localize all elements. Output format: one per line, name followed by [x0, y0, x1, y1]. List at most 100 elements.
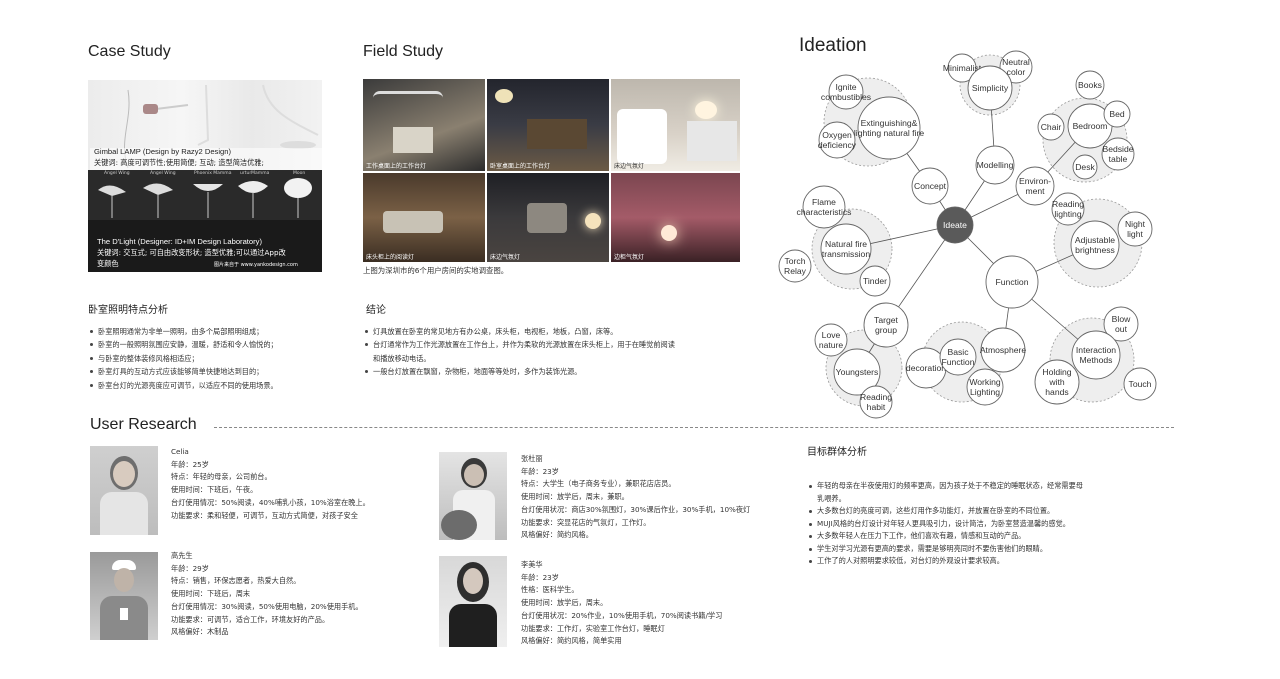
mindmap-label-touch: Touch — [1129, 379, 1152, 389]
mindmap-node-basicfunction — [939, 338, 977, 376]
mindmap-label-workinglighting: Working — [969, 377, 1001, 387]
mindmap-label-modelling: Modelling — [977, 160, 1014, 170]
mindmap-label-chair: Chair — [1041, 122, 1062, 132]
target-analysis-item: MUJI风格的台灯设计对年轻人更具吸引力，设计简洁，为卧室营造温馨的感觉。 — [807, 518, 1083, 531]
gimbal-caption-title: Gimbal LAMP (Design by Razy2 Design) — [94, 147, 232, 156]
mindmap-node-bed — [1103, 100, 1131, 128]
gimbal-lamp-image: Gimbal LAMP (Design by Razy2 Design) 关键词… — [88, 80, 322, 170]
bedroom-analysis-title: 卧室照明特点分析 — [88, 305, 168, 316]
mindmap-label-tinder: Tinder — [863, 276, 887, 286]
mindmap-label-ignite: combustibles — [821, 92, 871, 102]
mindmap-node-touch — [1123, 367, 1157, 401]
user-name: 张杜丽 — [521, 454, 543, 463]
mindmap-label-bed: Bed — [1109, 109, 1125, 119]
mindmap-label-adjustable: brightness — [1075, 245, 1115, 255]
mindmap-label-concept: Concept — [914, 181, 947, 191]
mindmap-node-chair — [1037, 113, 1065, 141]
section-divider — [214, 427, 1174, 428]
dlight-image: Angel Wing Angel Wing Phoenix Mamma urtu… — [88, 170, 322, 272]
mindmap-label-lovenature: nature — [819, 340, 844, 350]
mindmap-node-center — [936, 206, 974, 244]
user-detail: 功能要求：柔和轻便，可调节，互动方式简便，对孩子安全 — [171, 510, 358, 520]
mindmap-label-function: Function — [996, 277, 1029, 287]
ideation-mindmap: IdeateMinimalistNeutralcolorSimplicityIg… — [778, 50, 1157, 419]
dlight-tag-5: Moon — [293, 171, 306, 176]
ideation-title: Ideation — [799, 35, 867, 56]
mindmap-label-holding: hands — [1045, 387, 1068, 397]
mindmap-label-bedroom: Bedroom — [1073, 121, 1108, 131]
user-photo-celia — [90, 446, 158, 535]
gimbal-lamp-illustration — [124, 84, 319, 169]
user-research-title: User Research — [90, 416, 197, 433]
conclusion-item: 台灯通常作为工作光源放置在工作台上，并作为柔软的光源放置在床头柜上，用于在睡觉前… — [363, 338, 675, 351]
user-detail: 使用时间：放学后，周末。 — [521, 598, 608, 608]
user-detail: 性格：医科学生。 — [521, 585, 579, 595]
mindmap-node-modelling — [975, 145, 1015, 185]
bedroom-analysis-item: 卧室照明通常为非单一照明，由多个局部照明组成； — [88, 325, 278, 338]
case-study-title: Case Study — [88, 43, 171, 60]
user-detail: 年龄：25岁 — [171, 459, 209, 469]
mindmap-node-youngsters — [833, 348, 881, 396]
mindmap-node-concept — [911, 167, 949, 205]
mindmap-label-neutral: color — [1007, 67, 1026, 77]
mindmap-label-naturalfire: Natural fire — [825, 239, 867, 249]
user-detail: 功能要求：工作灯，实验室工作台灯，睡眠灯 — [521, 623, 665, 633]
user-detail: 风格偏好：木制品 — [171, 627, 229, 637]
mindmap-label-lovenature: Love — [822, 330, 841, 340]
mindmap-label-bedside: Bedside — [1102, 144, 1133, 154]
conclusion-list: 灯具放置在卧室的常见地方有办公桌，床头柜，电视柜，地板，凸窗，床等。 台灯通常作… — [363, 325, 675, 379]
target-analysis-item: 学生对学习光源有更高的要求，需要是够明亮同时不要伤害他们的眼睛。 — [807, 543, 1083, 556]
bedroom-analysis-item: 与卧室的整体装修风格相适应； — [88, 352, 278, 365]
mindmap-label-ignite: Ignite — [835, 82, 856, 92]
mindmap-label-nightlight: light — [1127, 229, 1143, 239]
mindmap-label-minimalist: Minimalist — [943, 63, 982, 73]
user-name: Celia — [171, 447, 189, 456]
mindmap-node-function — [985, 255, 1039, 309]
mindmap-label-adjustable: Adjustable — [1075, 235, 1115, 245]
mindmap-node-naturalfire — [820, 223, 872, 275]
user-detail: 年龄：23岁 — [521, 572, 559, 582]
mindmap-label-blowout: out — [1115, 324, 1128, 334]
target-analysis-item: 年轻的母亲在半夜使用灯的频率更高，因为孩子处于不稳定的睡眠状态，经常需要母 — [807, 480, 1083, 493]
target-analysis-item: 大多数台灯的亮度可调，这些灯用作多功能灯，并放置在卧室的不同位置。 — [807, 505, 1083, 518]
field-photo-caption: 床头柜上的阅读灯 — [366, 254, 415, 261]
mindmap-label-interaction: Methods — [1080, 355, 1113, 365]
mindmap-label-target: Target — [874, 315, 898, 325]
user-detail: 风格偏好：简约风格，简单实用 — [521, 636, 622, 646]
user-detail: 台灯使用状况：商店30%氛围灯，30%课后作业，30%手机，10%夜灯 — [521, 504, 751, 514]
field-photo-caption: 床边气氛灯 — [490, 254, 521, 261]
user-info-gao: 高先生 年龄：29岁 特点：销售，环保志愿者，热爱大自然。 使用时间：下班后，周… — [171, 550, 363, 639]
field-photo-caption: 工作桌面上的工作台灯 — [366, 163, 427, 170]
mindmap-label-workinglighting: Lighting — [970, 387, 1000, 397]
mindmap-label-environment: Environ- — [1019, 176, 1051, 186]
user-detail: 台灯使用情况：50%阅读，40%哺乳小孩，10%浴室在晚上。 — [171, 497, 370, 507]
user-info-zhang: 张杜丽 年龄：23岁 特点：大学生（电子商务专业），兼职花店店员。 使用时间：放… — [521, 453, 750, 542]
user-photo-zhang — [439, 452, 507, 540]
mindmap-label-target: group — [875, 325, 897, 335]
mindmap-label-extinguishing: Extinguishing& — [861, 118, 918, 128]
mindmap-node-desk — [1072, 154, 1098, 180]
mindmap-label-books: Books — [1078, 80, 1102, 90]
user-photo-li — [439, 556, 507, 647]
target-analysis-list: 年轻的母亲在半夜使用灯的频率更高，因为孩子处于不稳定的睡眠状态，经常需要母 乳喂… — [807, 480, 1083, 568]
bedroom-analysis-item: 卧室台灯的光源亮度应可调节，以适应不同的使用场景。 — [88, 379, 278, 392]
mindmap-node-torch — [778, 249, 812, 283]
dlight-caption-keywords-cont: 变颜色 — [97, 259, 119, 268]
user-name: 李美华 — [521, 560, 543, 569]
user-detail: 风格偏好：简约风格。 — [521, 530, 593, 540]
mindmap-label-reading: Reading — [1052, 199, 1084, 209]
mindmap-label-readinghabit: Reading — [860, 392, 892, 402]
field-study-note: 上图为深圳市的6个用户房间的实地调查图。 — [363, 266, 509, 275]
conclusion-title: 结论 — [366, 305, 386, 316]
target-analysis-item: 大多数年轻人在压力下工作，他们喜欢有趣，情感和互动的产品。 — [807, 530, 1083, 543]
user-detail: 特点：大学生（电子商务专业），兼职花店店员。 — [521, 479, 676, 489]
conclusion-item-cont: 和播放移动电话。 — [373, 353, 431, 363]
mindmap-node-environment — [1015, 166, 1055, 206]
user-detail: 使用时间：放学后，周末，兼职。 — [521, 492, 629, 502]
field-study-title: Field Study — [363, 43, 444, 60]
mindmap-label-atmosphere: Atmosphere — [980, 345, 1027, 355]
mindmap-label-oxygen: deficiency — [818, 140, 857, 150]
mindmap-label-holding: Holding — [1042, 367, 1071, 377]
mindmap-node-bedside — [1101, 137, 1135, 171]
mindmap-label-center: Ideate — [943, 220, 967, 230]
